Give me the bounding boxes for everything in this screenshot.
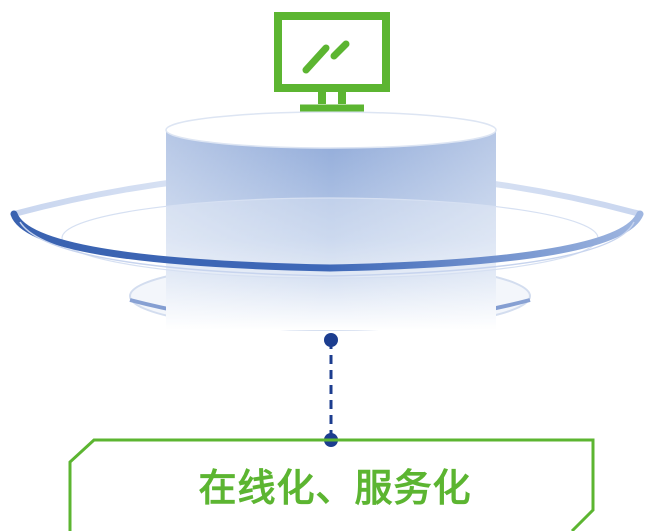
ring-shadow xyxy=(19,221,635,277)
monitor-icon xyxy=(274,12,390,112)
label-frame xyxy=(68,438,595,531)
connector xyxy=(324,333,338,447)
label-text: 在线化、服务化 xyxy=(198,466,472,510)
connector-dot-top xyxy=(324,333,338,347)
ring-front xyxy=(10,210,644,272)
cylinder xyxy=(165,111,497,330)
